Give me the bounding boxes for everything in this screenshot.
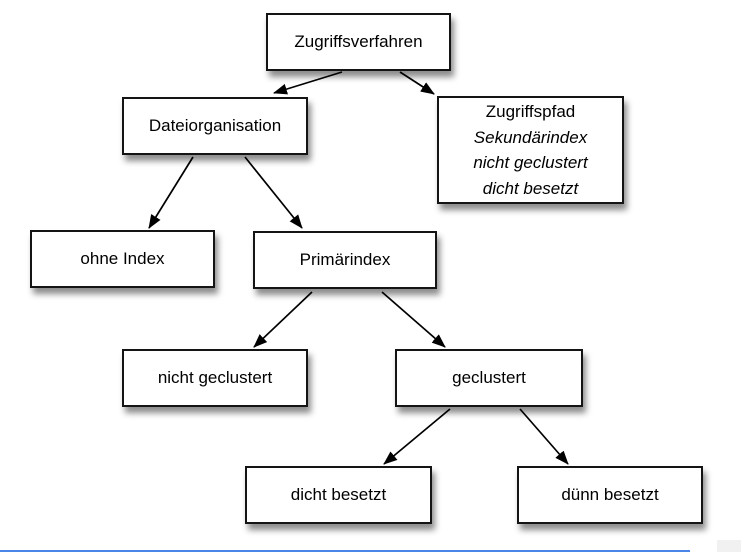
node-dicht-besetzt: dicht besetzt xyxy=(245,466,432,524)
bottom-right-corner-shade xyxy=(717,540,741,552)
edge-primaerindex-geclustert xyxy=(381,291,446,348)
node-ohne-index: ohne Index xyxy=(30,230,215,288)
node-zugriffsverfahren: Zugriffsverfahren xyxy=(266,13,451,71)
edge-dateiorganisation-primaerindex xyxy=(244,156,303,229)
node-zugriffspfad: Zugriffspfad Sekundärindex nicht geclust… xyxy=(437,96,624,204)
node-label-line2: Sekundärindex xyxy=(473,127,588,147)
node-label: geclustert xyxy=(452,368,526,388)
node-label-line3: nicht geclustert xyxy=(473,153,588,172)
node-label: dicht besetzt xyxy=(290,485,387,505)
node-geclustert: geclustert xyxy=(395,349,583,407)
node-dateiorganisation: Dateiorganisation xyxy=(122,97,308,155)
edge-geclustert-duenn-besetzt xyxy=(519,408,569,465)
edge-zugriffsverfahren-dateiorganisation xyxy=(273,71,343,95)
node-label: Dateiorganisation xyxy=(148,116,282,136)
edge-zugriffsverfahren-zugriffspfad xyxy=(399,71,435,95)
node-label: Zugriffsverfahren xyxy=(294,32,423,52)
node-primaerindex: Primärindex xyxy=(253,231,437,289)
edge-dateiorganisation-ohne-index xyxy=(148,156,194,229)
node-label: ohne Index xyxy=(80,249,165,269)
node-nicht-geclustert: nicht geclustert xyxy=(122,349,308,407)
node-label-line1: Zugriffspfad xyxy=(485,102,576,121)
edge-primaerindex-nicht-geclustert xyxy=(253,291,313,348)
node-label-line4: dicht besetzt xyxy=(482,178,579,198)
node-label: nicht geclustert xyxy=(157,368,273,388)
node-duenn-besetzt: dünn besetzt xyxy=(517,466,703,524)
node-label: dünn besetzt xyxy=(561,485,659,505)
node-label: Primärindex xyxy=(299,250,391,270)
edge-geclustert-dicht-besetzt xyxy=(383,408,451,465)
bottom-accent-line xyxy=(0,550,690,552)
